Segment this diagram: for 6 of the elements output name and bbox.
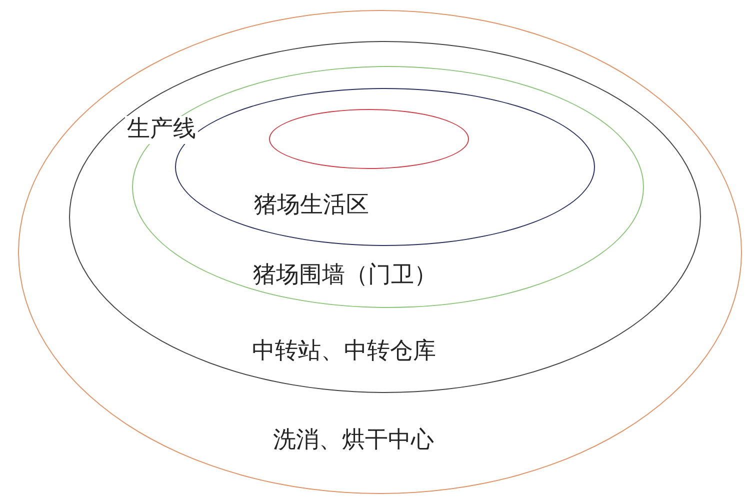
zone-label: 猪场围墙（门卫） (253, 262, 437, 290)
zone-label: 洗消、烘干中心 (273, 427, 434, 455)
inner-ellipse (269, 109, 469, 169)
zone-label: 中转站、中转仓库 (252, 338, 436, 366)
zone-label: 生产线 (125, 116, 198, 144)
zone-label: 猪场生活区 (254, 192, 369, 220)
